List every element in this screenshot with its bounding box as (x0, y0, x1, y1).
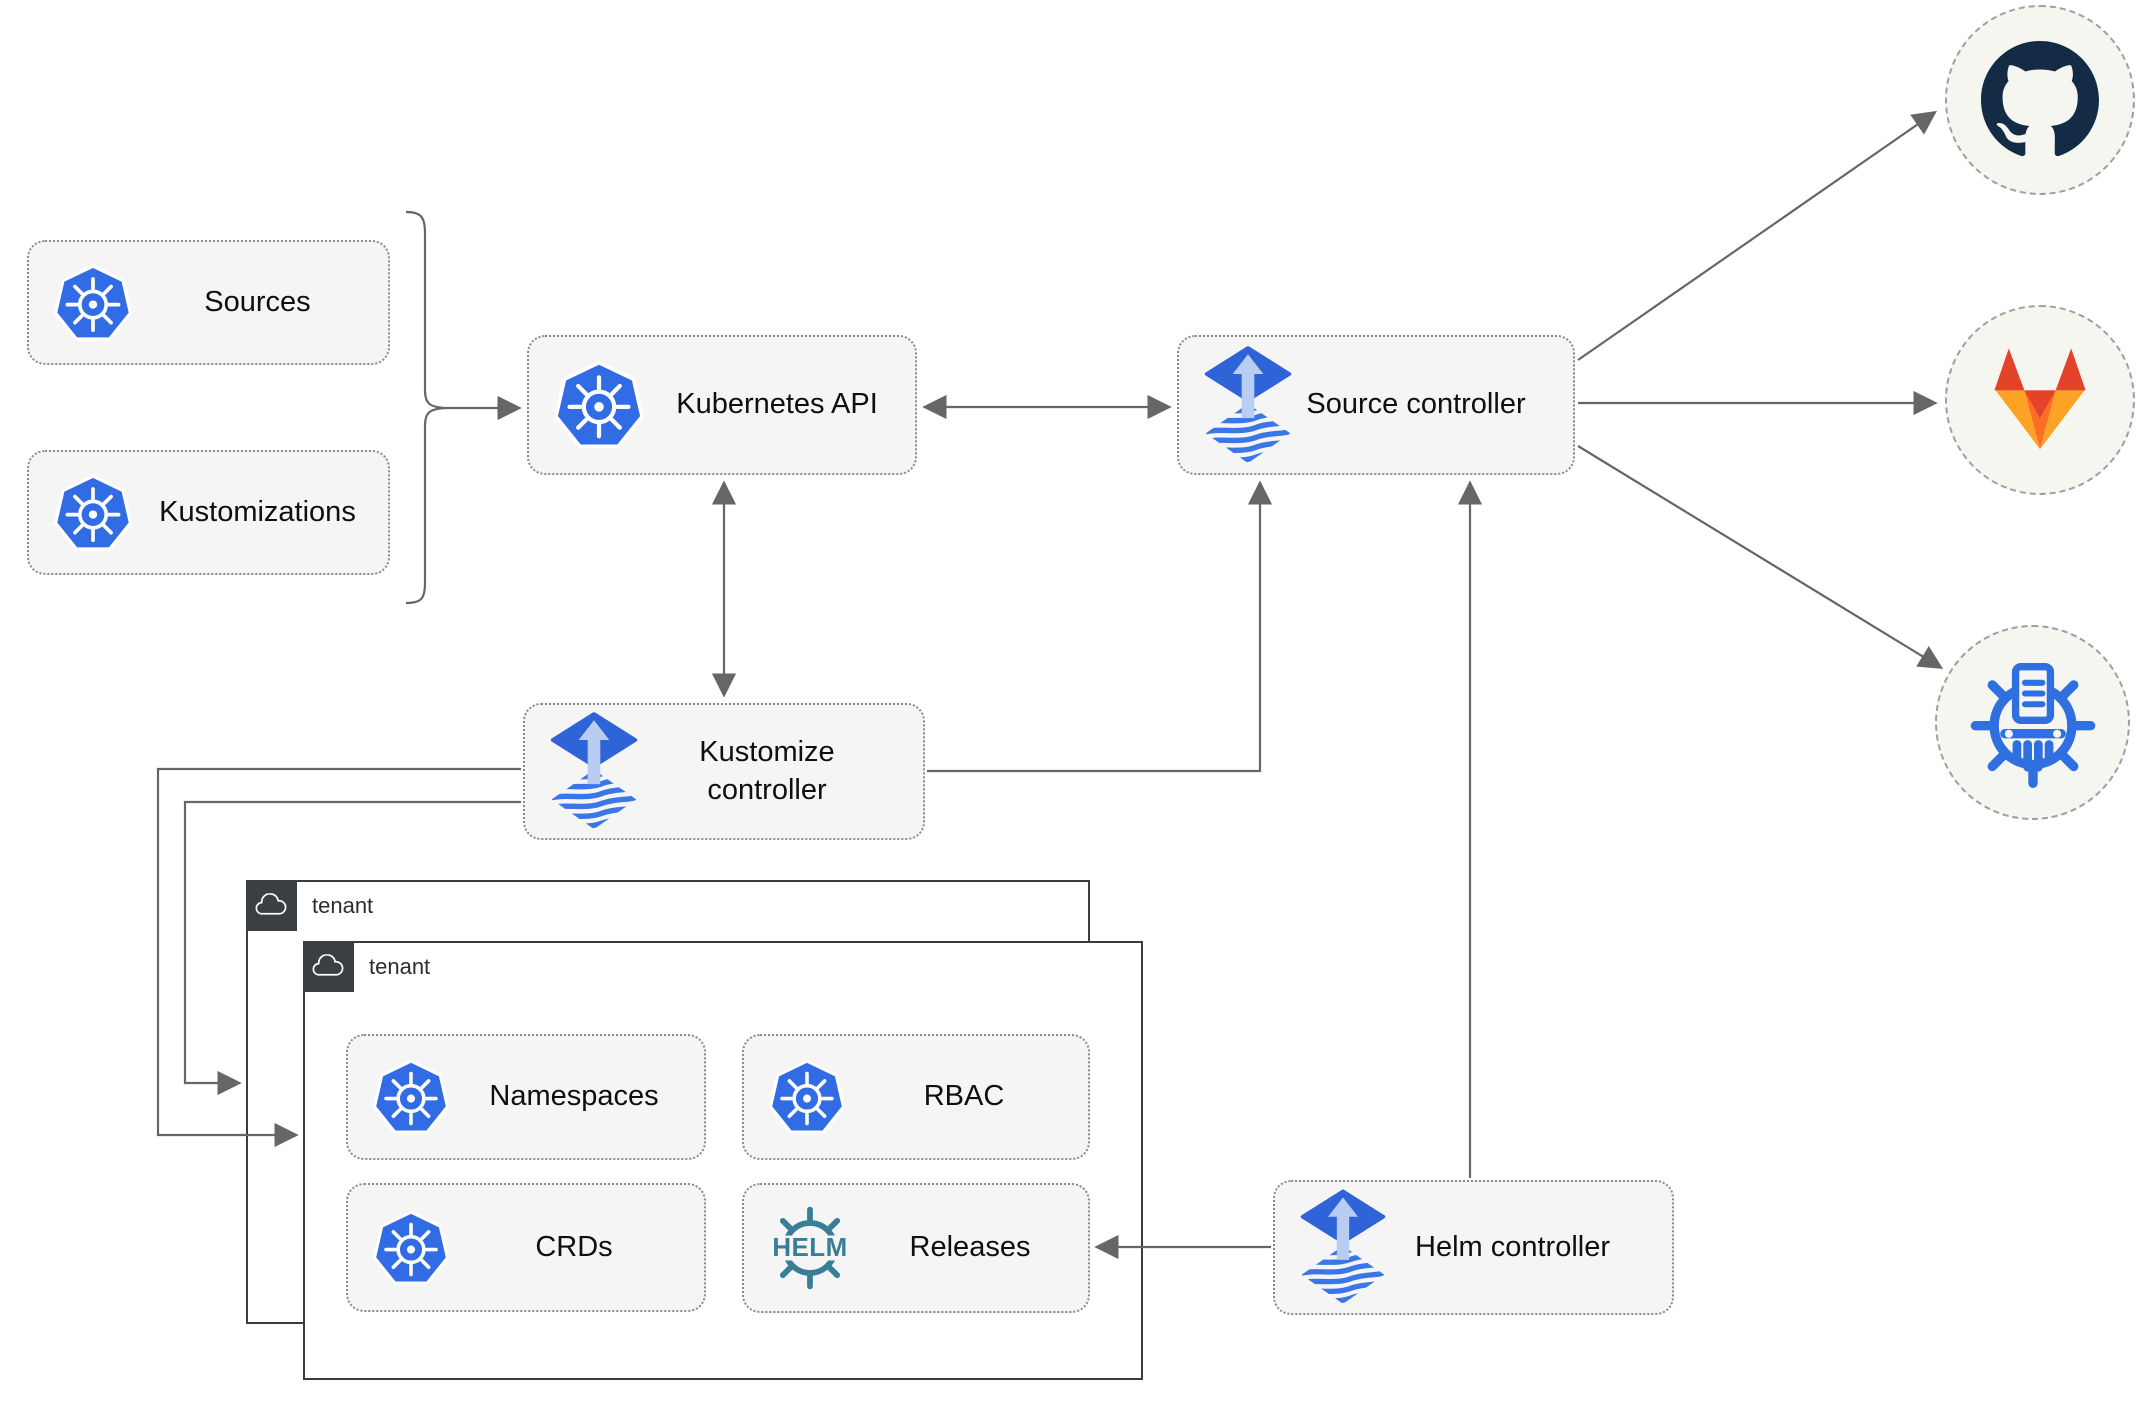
sources-label: Sources (204, 285, 311, 318)
chart-repository-provider-circle (1935, 625, 2130, 820)
releases-label: Releases (909, 1231, 1031, 1264)
tenant-tag (245, 879, 297, 931)
namespaces-label: Namespaces (489, 1080, 659, 1113)
edge-source-to-chart-repository (1577, 445, 1944, 669)
kustomize-controller-node: Kustomize controller (523, 703, 925, 840)
helm-wheel-icon: HELM (762, 1200, 858, 1296)
crds-label: CRDs (535, 1230, 613, 1263)
helm-wordmark: HELM (772, 1234, 847, 1262)
helm-controller-label: Helm controller (1415, 1230, 1610, 1263)
github-provider-circle (1945, 5, 2135, 195)
sources-node: Sources (27, 240, 390, 365)
flux-icon (1203, 346, 1293, 465)
kubernetes-icon (372, 1058, 450, 1136)
rbac-label: RBAC (923, 1080, 1005, 1113)
gitlab-provider-circle (1945, 305, 2135, 495)
kubernetes-icon (53, 473, 133, 553)
tenant-label: tenant (369, 954, 431, 979)
kubernetes-icon (53, 263, 133, 343)
tenant-box-inner: tenant (302, 940, 1143, 1380)
tenant-label: tenant (312, 893, 374, 918)
kubernetes-icon (768, 1058, 846, 1136)
rbac-node: RBAC (742, 1034, 1090, 1160)
cloud-icon (254, 893, 288, 918)
flux-icon (1299, 1189, 1387, 1306)
flux-icon (549, 712, 639, 831)
source-controller-label: Source controller (1306, 388, 1526, 421)
releases-node: HELM Releases (742, 1183, 1090, 1313)
kubernetes-icon (372, 1209, 450, 1287)
kustomizations-label: Kustomizations (159, 495, 356, 528)
namespaces-node: Namespaces (346, 1034, 706, 1160)
helm-controller-node: Helm controller (1273, 1180, 1674, 1315)
kubernetes-icon (553, 359, 645, 451)
brace-sources-kustomizations (405, 210, 446, 605)
kustomizations-node: Kustomizations (27, 450, 390, 575)
chart-museum-wheel-icon (1970, 662, 2095, 788)
gitlab-icon (1994, 348, 2086, 450)
edge-source-to-github (1577, 110, 1937, 361)
kubernetes-api-label: Kubernetes API (676, 388, 878, 421)
github-icon (1981, 41, 2099, 157)
kubernetes-api-node: Kubernetes API (527, 335, 917, 475)
cloud-icon (311, 954, 345, 979)
tenant-tag (302, 940, 354, 992)
kustomize-controller-label: Kustomize controller (699, 735, 835, 806)
source-controller-node: Source controller (1177, 335, 1575, 475)
edge-kustomize-to-source-controller (927, 480, 1273, 773)
crds-node: CRDs (346, 1183, 706, 1312)
